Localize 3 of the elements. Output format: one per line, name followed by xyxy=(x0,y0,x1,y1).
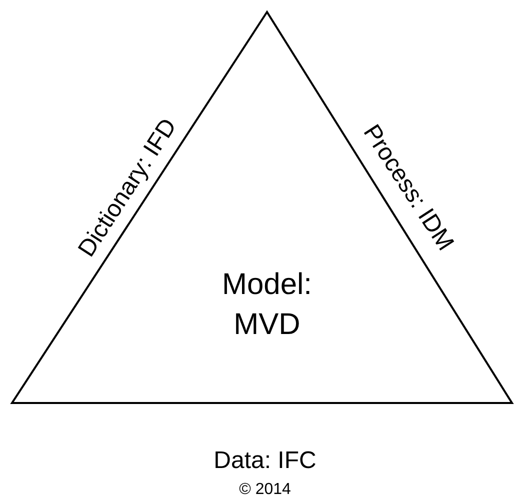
node-label: Model: MVD xyxy=(220,267,314,343)
side-label: Data: IFC xyxy=(214,447,316,475)
caption: © 2014 xyxy=(239,481,291,499)
